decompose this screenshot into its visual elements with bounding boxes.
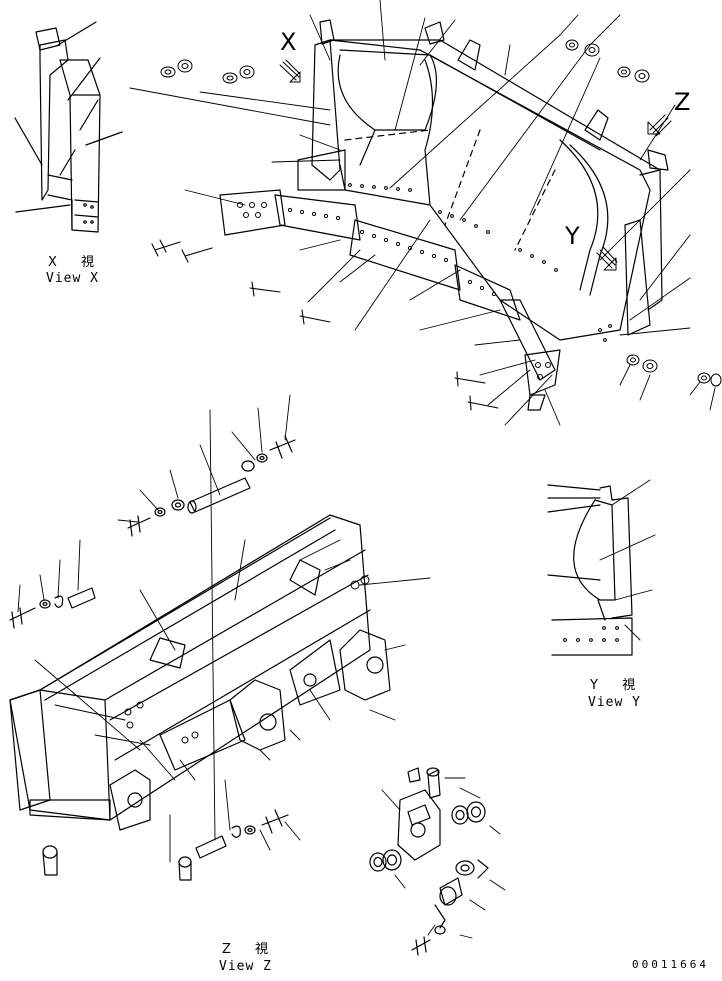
view-y-caption-jp: Y 視 (590, 678, 646, 693)
view-y-drawing (547, 479, 656, 656)
drawing-number: 00011664 (632, 958, 709, 971)
view-z-marker: Z (674, 88, 691, 116)
view-z-drawing (369, 767, 506, 956)
view-y-marker: Y (565, 222, 580, 250)
view-y-caption-en: View Y (588, 695, 641, 710)
view-x-marker: X (280, 28, 297, 56)
view-x-caption-jp: X 視 (48, 255, 105, 270)
view-z-caption-en: View Z (219, 959, 272, 974)
view-x-caption-en: View X (46, 271, 99, 286)
view-z-caption-jp: Z 視 (222, 942, 279, 957)
blade-rear-drawing (9, 394, 431, 881)
blade-top-drawing (129, 0, 722, 426)
view-x-drawing (14, 21, 123, 233)
